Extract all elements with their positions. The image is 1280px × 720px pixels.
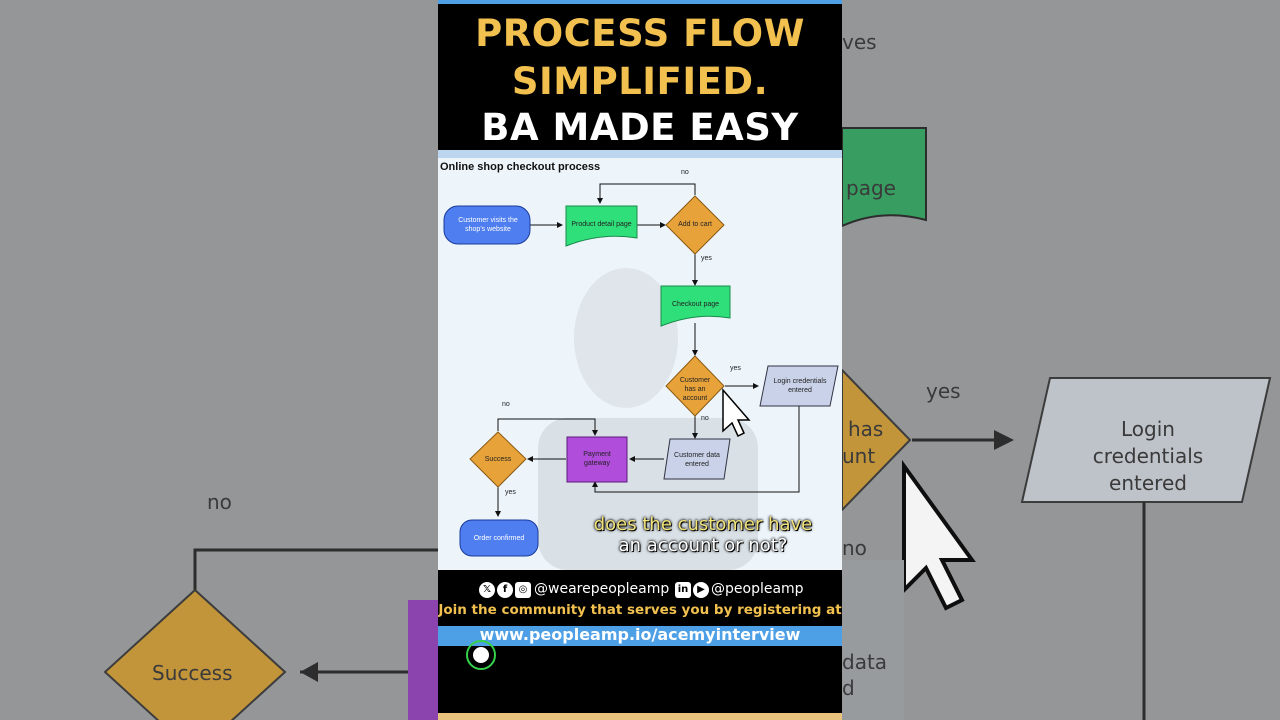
node-payment: Payment gateway <box>583 451 611 467</box>
edge-label-account-yes: yes <box>730 365 741 372</box>
background-label-data: data <box>842 650 888 674</box>
node-order-confirmed: Order confirmed <box>473 535 525 542</box>
background-label-login: Login credentials entered <box>1092 417 1204 495</box>
join-community-text: Join the community that serves you by re… <box>438 602 842 618</box>
node-has-account: Customer has an account <box>679 377 711 402</box>
node-success: Success <box>484 456 512 463</box>
instagram-icon[interactable]: ◎ <box>515 582 531 598</box>
footer-banner: 𝕏 f ◎ @wearepeopleamp in ▶ @peopleamp Jo… <box>438 570 842 720</box>
top-accent-bar <box>438 0 842 4</box>
node-start: Customer visits the shop's website <box>458 217 518 233</box>
youtube-icon[interactable]: ▶ <box>693 582 709 598</box>
x-icon[interactable]: 𝕏 <box>479 582 495 598</box>
edge-label-success-yes: yes <box>505 489 516 496</box>
headline-separator <box>438 150 842 158</box>
background-shade <box>0 0 438 720</box>
background-label-unt: unt <box>842 444 876 468</box>
background-label-page: page <box>846 176 896 200</box>
flowchart-diagram: Online shop checkout process Customer vi… <box>438 158 842 570</box>
bottom-accent-bar <box>438 713 842 720</box>
background-label-no: no <box>207 490 232 514</box>
background-diagram-left <box>103 548 438 720</box>
url-highlight-bar <box>438 626 842 646</box>
background-right-panel: ves page has unt yes Login credentials e… <box>842 0 1280 720</box>
diagram-title: Online shop checkout process <box>440 161 601 173</box>
caption-line-2: an account or not? <box>618 535 788 556</box>
registration-url-link[interactable]: www.peopleamp.io/acemyinterview <box>479 625 801 644</box>
node-product-detail: Product detail page <box>571 221 632 228</box>
headline-line-2: SIMPLIFIED. <box>511 60 769 103</box>
background-label-success: Success <box>152 661 233 685</box>
background-label-no-right: no <box>842 536 867 560</box>
flowchart-shapes <box>443 183 839 570</box>
background-label-ves: ves <box>842 30 877 54</box>
background-label-yes: yes <box>926 379 961 403</box>
background-left-panel: no Success <box>0 0 438 720</box>
click-cursor-icon <box>466 640 496 670</box>
linkedin-icon[interactable]: in <box>675 582 691 598</box>
headline-line-1: PROCESS FLOW <box>475 12 805 55</box>
handle-wearepeopleamp[interactable]: @wearepeopleamp <box>534 581 670 597</box>
node-checkout: Checkout page <box>671 301 720 308</box>
node-add-to-cart: Add to cart <box>678 221 712 228</box>
headline-line-3: BA MADE EASY <box>481 106 799 149</box>
edge-label-cart-no: no <box>681 169 689 176</box>
background-shade <box>842 0 1280 720</box>
facebook-icon[interactable]: f <box>497 582 513 598</box>
edge-label-cart-yes: yes <box>701 255 712 262</box>
subtitle-caption: does the customer have an account or not… <box>558 514 842 556</box>
handle-peopleamp[interactable]: @peopleamp <box>711 581 804 597</box>
video-frame: PROCESS FLOW SIMPLIFIED. BA MADE EASY <box>438 0 842 720</box>
background-label-has: has <box>848 417 884 441</box>
node-login: Login credentials entered <box>773 378 827 394</box>
background-label-d: d <box>842 676 855 700</box>
caption-line-1: does the customer have <box>593 514 813 535</box>
node-customer-data: Customer data entered <box>674 452 720 468</box>
background-diagram-right <box>842 127 1272 720</box>
edge-label-account-no: no <box>701 415 709 422</box>
social-row: 𝕏 f ◎ @wearepeopleamp in ▶ @peopleamp <box>438 580 842 602</box>
edge-label-success-no: no <box>502 401 510 408</box>
